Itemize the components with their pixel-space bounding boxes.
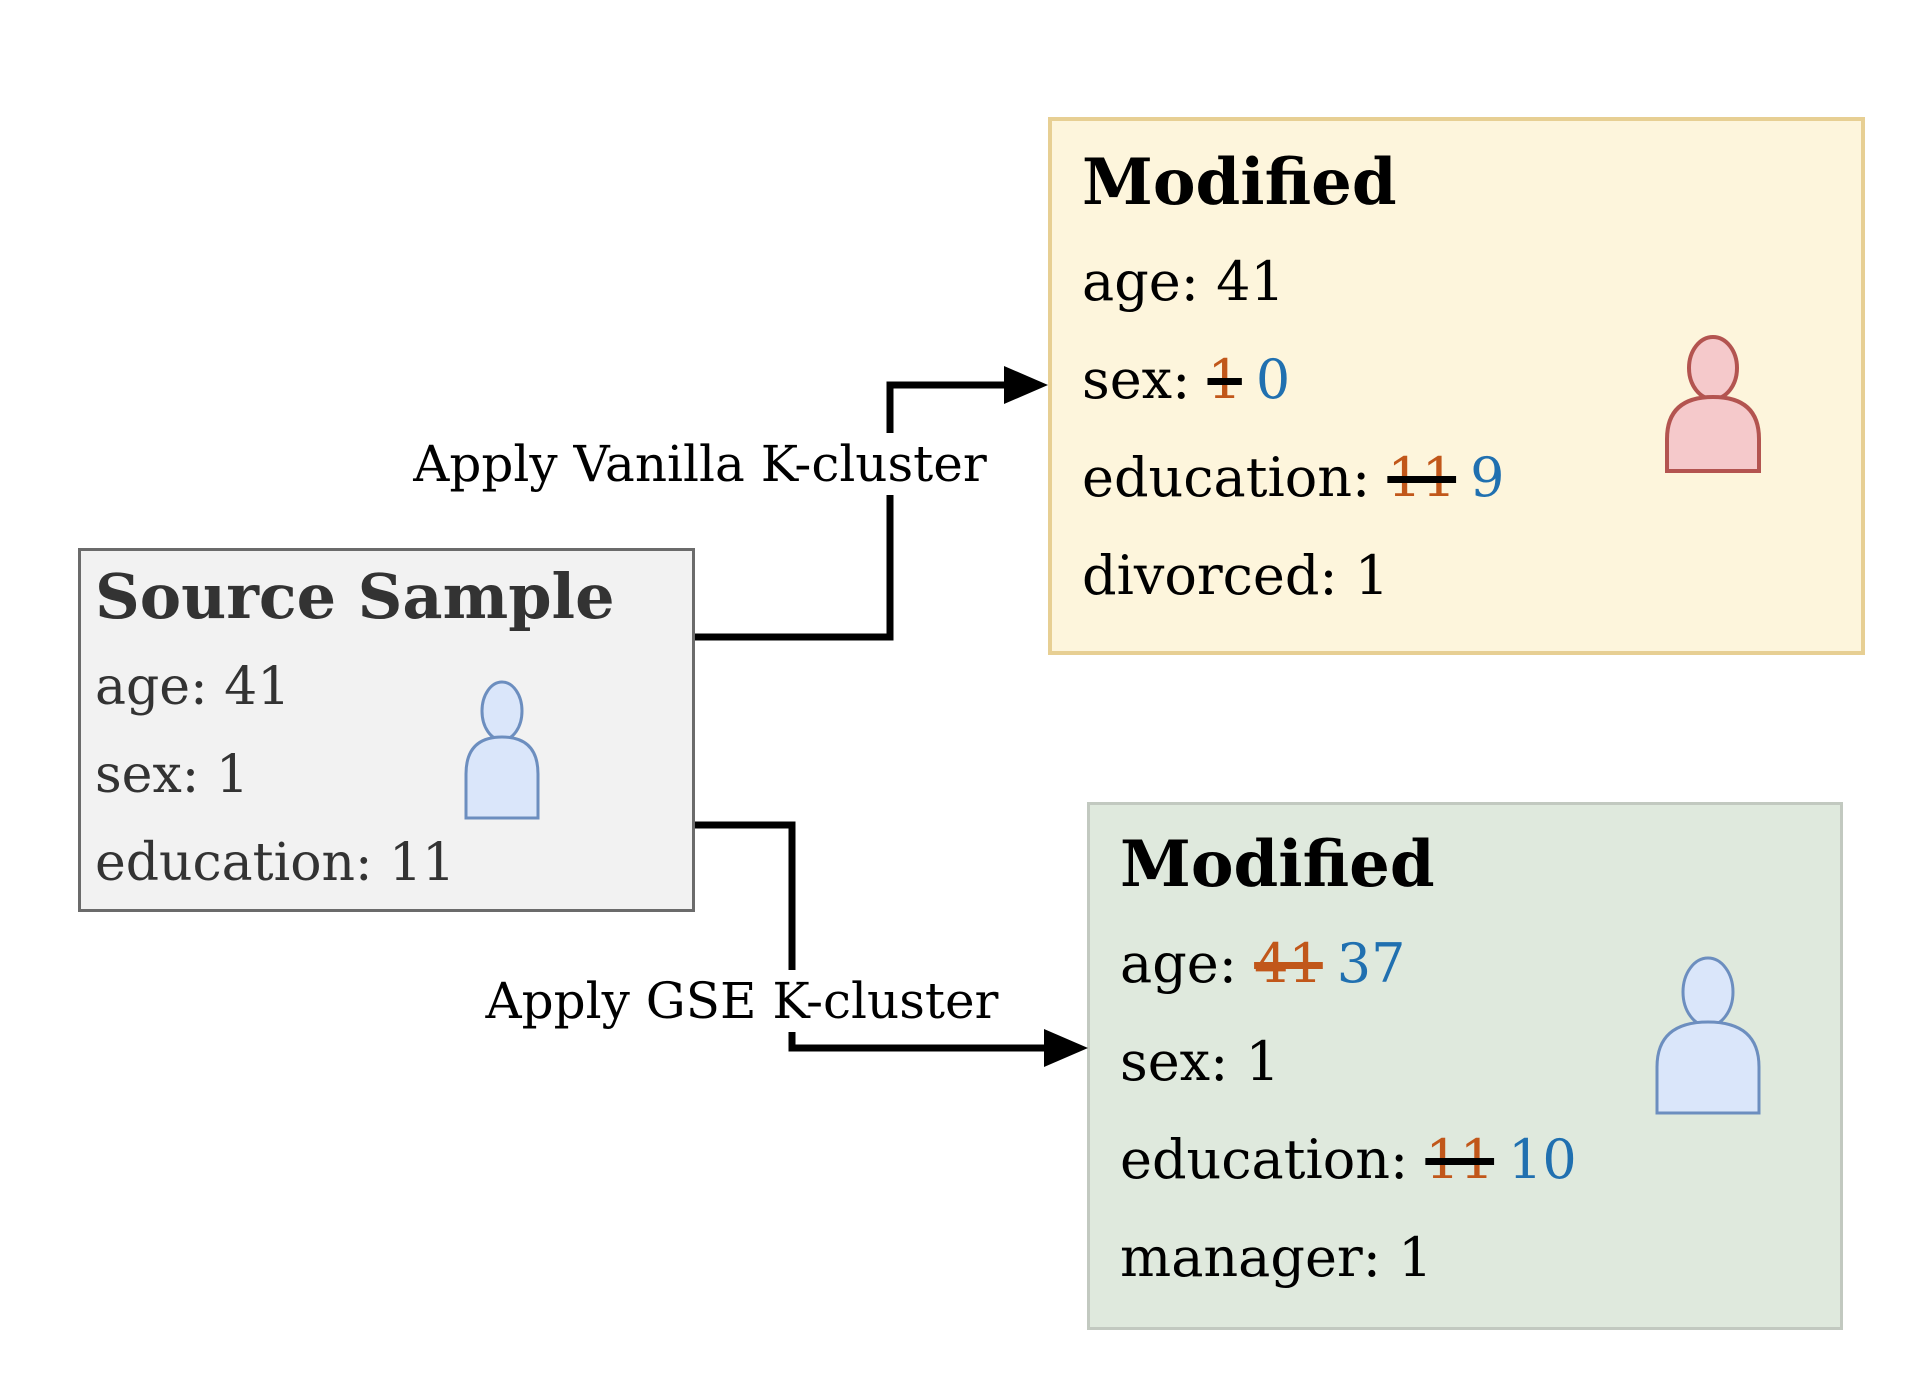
source-row-education: education: 11 [95, 833, 456, 893]
source-row-age: age: 41 [95, 657, 291, 717]
gse-box-title: Modified [1120, 827, 1435, 902]
source-box-title: Source Sample [95, 560, 615, 633]
person-icon [464, 680, 540, 820]
edge-label-vanilla: Apply Vanilla K-cluster [405, 433, 995, 495]
gse-row-manager: manager: 1 [1120, 1226, 1433, 1289]
gse-education-old-value: 11 [1425, 1128, 1495, 1191]
vanilla-box-title: Modified [1082, 145, 1397, 220]
person-icon [1665, 335, 1761, 473]
person-icon [1655, 956, 1761, 1115]
arrowhead-vanilla [1004, 366, 1048, 404]
gse-row-sex: sex: 1 [1120, 1030, 1280, 1093]
edge-label-gse: Apply GSE K-cluster [477, 970, 1007, 1032]
gse-age-new-value: 37 [1336, 932, 1406, 995]
source-sample-box: Source Sample age: 41 sex: 1 education: … [78, 548, 695, 912]
vanilla-education-label: education: [1082, 446, 1388, 509]
vanilla-sex-old-value: 1 [1207, 348, 1242, 411]
arrow-connector-vanilla [695, 381, 1008, 641]
vanilla-education-new-value: 9 [1470, 446, 1505, 509]
gse-age-label: age: [1120, 932, 1255, 995]
source-row-sex: sex: 1 [95, 745, 249, 805]
vanilla-row-divorced: divorced: 1 [1082, 544, 1390, 607]
vanilla-sex-label: sex: [1082, 348, 1208, 411]
gse-age-old-value: 41 [1254, 932, 1323, 995]
vanilla-sex-new-value: 0 [1255, 348, 1291, 411]
gse-education-new-value: 10 [1508, 1128, 1577, 1191]
vanilla-education-old-value: 11 [1387, 446, 1457, 509]
arrowhead-gse [1044, 1029, 1088, 1067]
gse-education-label: education: [1120, 1128, 1426, 1191]
vanilla-row-age: age: 41 [1082, 250, 1285, 313]
